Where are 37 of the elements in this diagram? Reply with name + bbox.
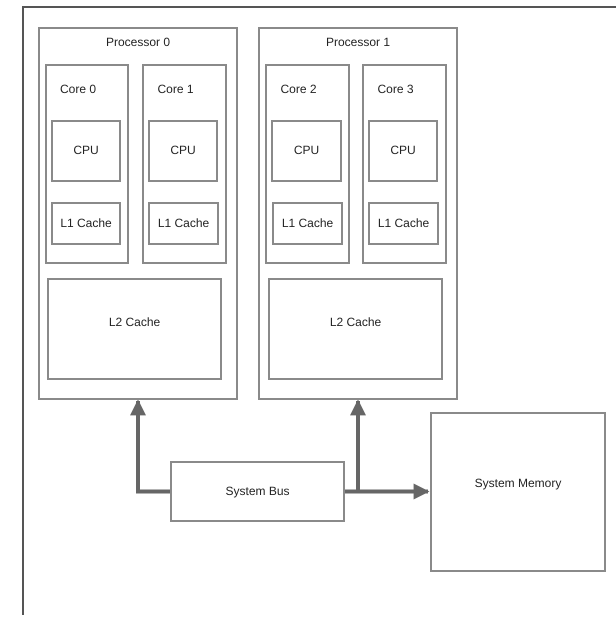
component-box (148, 202, 219, 245)
core-box (142, 64, 227, 264)
component-box (170, 461, 345, 522)
box-label: CPU (389, 143, 417, 157)
box-label: L1 Cache (376, 216, 430, 230)
component-box (368, 202, 439, 245)
core-box (362, 64, 447, 264)
memory-box (430, 412, 606, 572)
box-label: System Bus (224, 484, 291, 498)
box-label: CPU (169, 143, 197, 157)
core-box (45, 64, 129, 264)
cache-box (268, 278, 443, 380)
cache-box (47, 278, 222, 380)
box-label: L1 Cache (156, 216, 210, 230)
box-label: CPU (72, 143, 100, 157)
processor-box (258, 27, 458, 400)
box-heading: Core 0 (58, 82, 98, 96)
arrow (130, 399, 170, 494)
box-heading: Processor 1 (324, 35, 392, 49)
box-heading: Core 1 (156, 82, 195, 96)
core-box (265, 64, 350, 264)
box-heading: Core 2 (279, 82, 318, 96)
box-label: CPU (292, 143, 320, 157)
component-box (51, 120, 121, 182)
box-label: System Memory (474, 476, 562, 490)
component-box (51, 202, 121, 245)
box-label: L2 Cache (328, 315, 382, 329)
component-box (368, 120, 438, 182)
box-heading: Core 3 (376, 82, 415, 96)
box-label: L1 Cache (59, 216, 113, 230)
component-box (148, 120, 218, 182)
processor-box (38, 27, 238, 400)
box-label: L1 Cache (280, 216, 334, 230)
component-box (271, 120, 342, 182)
box-heading: Processor 0 (104, 35, 172, 49)
component-box (272, 202, 343, 245)
box-label: L2 Cache (108, 315, 162, 329)
